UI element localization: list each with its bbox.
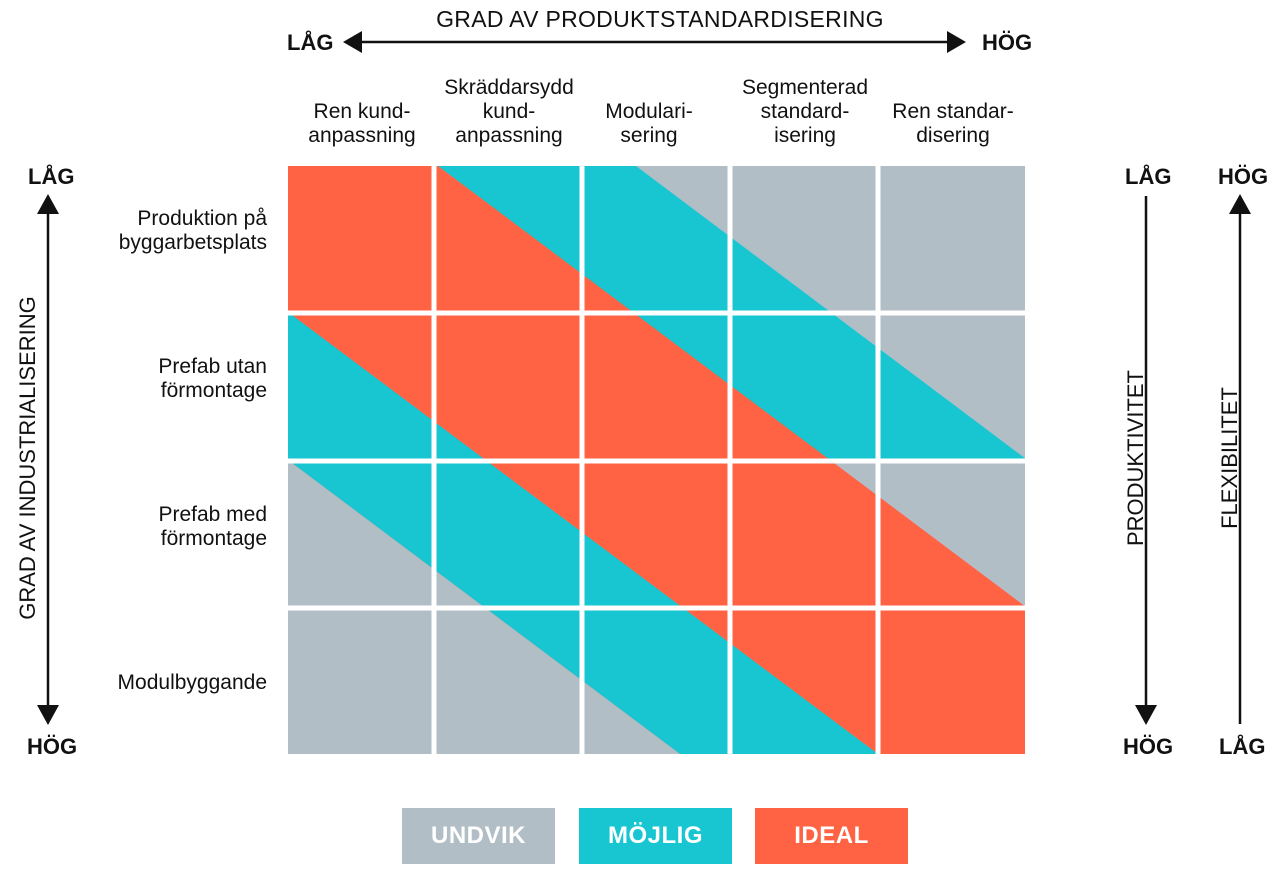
column-label-ren-standardisering: Ren standar- disering [892, 100, 1014, 147]
legend-undvik-label: UNDVIK [430, 822, 526, 849]
column-label-skraddarsydd-kundanpassning: Skräddarsydd kund- anpassning [444, 76, 574, 147]
productivity-high-label: HÖG [1123, 734, 1174, 759]
top-axis-arrow [343, 31, 966, 53]
column-label-ren-kundanpassning: Ren kund- anpassning [308, 100, 416, 147]
productivity-low-label: LÅG [1125, 164, 1172, 189]
left-axis-high-label: HÖG [27, 734, 78, 759]
matrix-grid [280, 160, 1030, 760]
row-label-produktion-pa-byggarbetsplats: Produktion på byggarbetsplats [118, 207, 267, 254]
row-label-modulbyggande: Modulbyggande [117, 671, 267, 694]
flexibility-low-label: LÅG [1219, 734, 1266, 759]
top-axis-title: GRAD AV PRODUKTSTANDARDISERING [436, 6, 884, 32]
legend-mojlig-label: MÖJLIG [607, 822, 703, 849]
left-axis-arrow [37, 194, 59, 725]
top-axis-low-label: LÅG [287, 30, 334, 55]
band-ideal-corner [878, 610, 1025, 754]
legend-ideal: IDEAL [755, 808, 908, 864]
column-label-segmenterad-standardisering: Segmenterad standard- isering [741, 76, 869, 147]
productivity-arrow [1135, 196, 1157, 725]
legend-undvik: UNDVIK [402, 808, 555, 864]
column-label-modularisering: Modulari- sering [605, 100, 693, 147]
flexibility-high-label: HÖG [1218, 164, 1269, 189]
top-axis-high-label: HÖG [982, 30, 1033, 55]
row-label-prefab-med-formontage: Prefab med förmontage [158, 503, 267, 550]
legend-mojlig: MÖJLIG [579, 808, 732, 864]
legend-ideal-label: IDEAL [794, 822, 869, 849]
row-label-prefab-utan-formontage: Prefab utan förmontage [158, 355, 267, 402]
left-axis-low-label: LÅG [28, 164, 75, 189]
flexibility-arrow [1229, 194, 1251, 724]
